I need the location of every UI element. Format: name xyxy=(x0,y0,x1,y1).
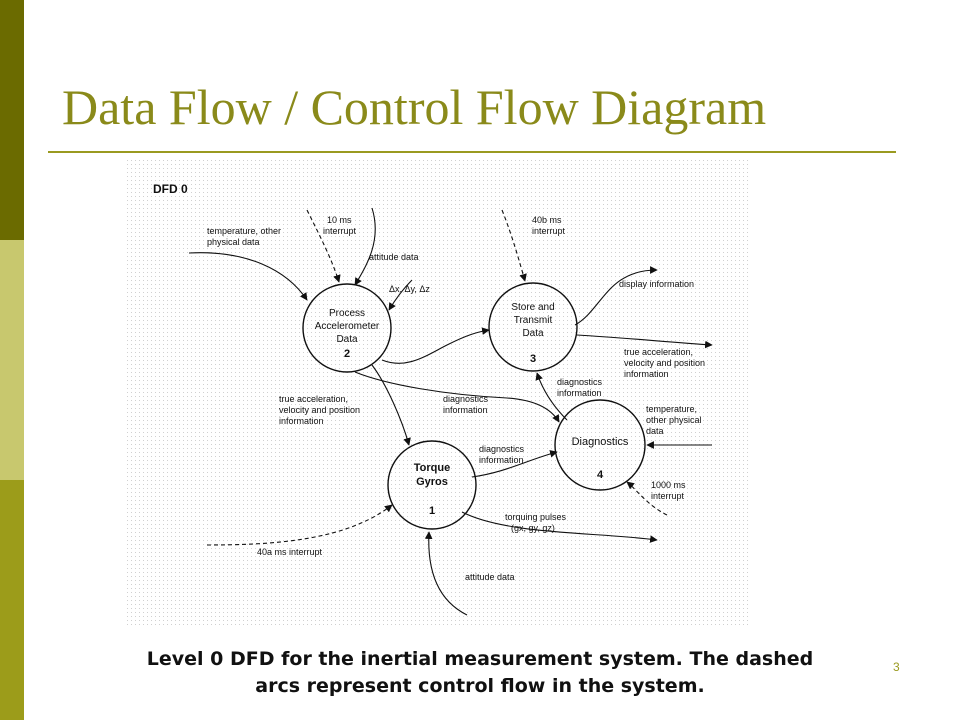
label-10ms-2: interrupt xyxy=(323,226,357,236)
caption-line-1: Level 0 DFD for the inertial measurement… xyxy=(146,648,814,670)
process-diagnostics-number: 4 xyxy=(597,469,604,481)
flow-attitude-data-in xyxy=(354,207,376,286)
control-1000ms-interrupt xyxy=(626,481,668,516)
flow-accel-to-store xyxy=(381,327,490,364)
title-divider xyxy=(48,151,896,153)
process-accelerometer-number: 2 xyxy=(344,348,350,360)
label-temperature-2: physical data xyxy=(207,237,260,247)
process-torque-gyros-circle xyxy=(387,440,477,530)
process-torque-label-2: Gyros xyxy=(416,476,448,488)
flow-diagnostics-to-store xyxy=(535,372,568,421)
label-10ms-1: 10 ms xyxy=(327,215,352,225)
flow-torque-to-diagnostics xyxy=(471,450,558,478)
label-true-accel-out-3: information xyxy=(624,369,669,379)
flow-delta-in xyxy=(388,279,413,311)
process-torque-number: 1 xyxy=(429,505,435,517)
process-accelerometer-label-1: Process xyxy=(329,308,365,319)
flow-accel-to-diagnostics xyxy=(354,371,560,423)
process-store-label-1: Store and xyxy=(511,302,554,313)
process-accelerometer-circle xyxy=(302,283,392,373)
diagram-heading: DFD 0 xyxy=(153,182,188,196)
label-diagnostics-c-2: information xyxy=(479,455,524,465)
label-diagnostics-b-2: information xyxy=(443,405,488,415)
flow-display-out xyxy=(574,266,658,326)
process-store-label-2: Transmit xyxy=(514,315,553,326)
label-torquing-2: (gx, gy, gz) xyxy=(511,523,555,533)
process-diagnostics-label: Diagnostics xyxy=(572,436,629,448)
label-torquing-1: torquing pulses xyxy=(505,512,567,522)
label-delta: Δx, Δy, Δz xyxy=(389,284,430,294)
dfd-diagram: DFD 0 Process Accelerometer Data 2 Store… xyxy=(127,160,750,626)
slide-caption: Level 0 DFD for the inertial measurement… xyxy=(40,646,920,700)
label-true-accel-in-3: information xyxy=(279,416,324,426)
label-40a: 40a ms interrupt xyxy=(257,547,323,557)
flow-attitude-data2-in xyxy=(424,531,468,616)
flow-true-accel-out xyxy=(576,334,713,349)
process-torque-label-1: Torque xyxy=(414,462,450,474)
label-attitude-2: attitude data xyxy=(465,572,515,582)
control-40a-interrupt xyxy=(206,504,393,546)
control-40b-interrupt xyxy=(501,209,527,282)
label-diagnostics-c-1: diagnostics xyxy=(479,444,525,454)
label-temperature-b-1: temperature, xyxy=(646,404,697,414)
label-true-accel-out-1: true acceleration, xyxy=(624,347,693,357)
slide-number: 3 xyxy=(893,660,900,674)
label-40b-1: 40b ms xyxy=(532,215,562,225)
decor-bar-top xyxy=(0,0,24,240)
flow-torquing-pulses-out xyxy=(461,511,658,543)
diagram-background xyxy=(127,160,750,626)
process-diagnostics-circle xyxy=(554,399,646,491)
caption-line-2: arcs represent control flow in the syste… xyxy=(255,675,705,697)
label-temperature-b-2: other physical xyxy=(646,415,702,425)
control-10ms-interrupt xyxy=(306,209,341,283)
process-accelerometer-label-2: Accelerometer xyxy=(315,321,380,332)
label-diagnostics-b-1: diagnostics xyxy=(443,394,489,404)
label-40b-2: interrupt xyxy=(532,226,566,236)
process-store-number: 3 xyxy=(530,353,536,365)
flow-temperature-in xyxy=(188,252,308,301)
process-store-transmit-circle xyxy=(488,282,578,372)
process-store-label-3: Data xyxy=(522,328,544,339)
label-diagnostics-2: information xyxy=(557,388,602,398)
decor-bar-middle xyxy=(0,240,24,480)
label-1000ms-1: 1000 ms xyxy=(651,480,686,490)
flow-accel-to-torque xyxy=(371,364,411,446)
slide-title: Data Flow / Control Flow Diagram xyxy=(62,79,767,135)
label-true-accel-out-2: velocity and position xyxy=(624,358,705,368)
decor-bar-bottom xyxy=(0,480,24,720)
label-1000ms-2: interrupt xyxy=(651,491,685,501)
label-temperature-1: temperature, other xyxy=(207,226,281,236)
label-true-accel-in-1: true acceleration, xyxy=(279,394,348,404)
label-attitude-1: attitude data xyxy=(369,252,419,262)
label-diagnostics-1: diagnostics xyxy=(557,377,603,387)
process-accelerometer-label-3: Data xyxy=(336,334,358,345)
label-true-accel-in-2: velocity and position xyxy=(279,405,360,415)
label-display: display information xyxy=(619,279,694,289)
label-temperature-b-3: data xyxy=(646,426,664,436)
